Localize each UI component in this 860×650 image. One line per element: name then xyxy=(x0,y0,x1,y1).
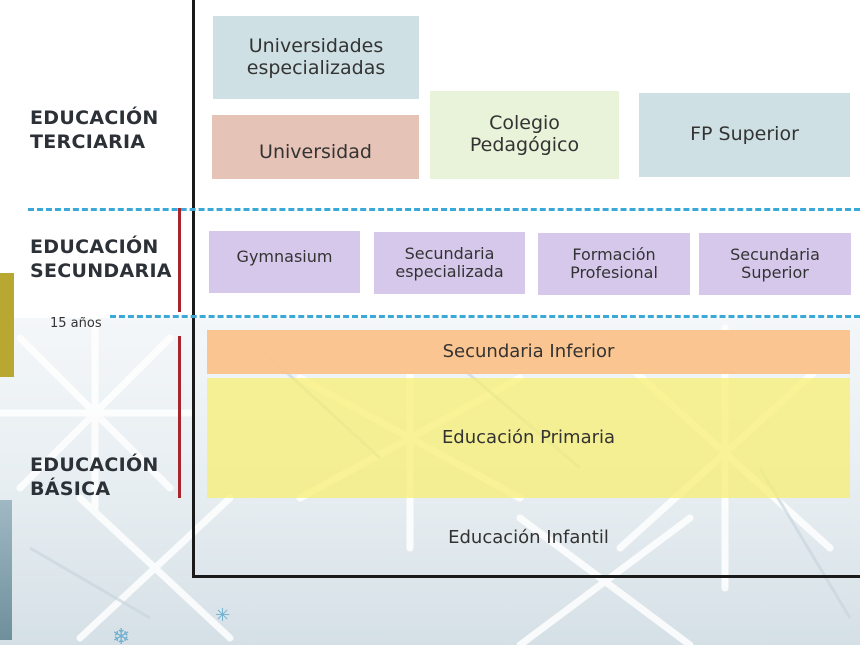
box-university: Universidad xyxy=(212,115,419,179)
box-teacher-college: Colegio Pedagógico xyxy=(430,91,619,179)
tertiary-secondary-divider xyxy=(28,208,860,211)
side-accent-teal xyxy=(0,500,12,640)
age-15-divider xyxy=(110,315,860,318)
box-higher-vocational: FP Superior xyxy=(639,93,850,177)
band-infant: Educación Infantil xyxy=(448,527,609,548)
stage-label-basic: EDUCACIÓN BÁSICA xyxy=(30,454,159,500)
basic-stage-marker xyxy=(178,336,181,498)
box-upper-secondary: Secundaria Superior xyxy=(699,233,851,295)
side-accent-gold xyxy=(0,273,14,377)
box-gymnasium: Gymnasium xyxy=(209,231,360,293)
band-primary: Educación Primaria xyxy=(207,378,850,498)
stage-label-secondary: EDUCACIÓN SECUNDARIA xyxy=(30,236,172,282)
stage-label-tertiary: EDUCACIÓN TERCIARIA xyxy=(30,107,159,153)
box-specialized-secondary: Secundaria especializada xyxy=(374,232,525,294)
secondary-stage-marker xyxy=(178,208,181,312)
snowflake-small-icon: ❄ xyxy=(112,625,131,650)
diagram-frame xyxy=(192,0,860,578)
band-lower-secondary: Secundaria Inferior xyxy=(207,330,850,374)
box-specialized-universities: Universidades especializadas xyxy=(213,16,419,99)
snowflake-small-icon: ✳ xyxy=(215,605,231,626)
box-vocational-training: Formación Profesional xyxy=(538,233,690,295)
age-marker: 15 años xyxy=(50,316,102,331)
